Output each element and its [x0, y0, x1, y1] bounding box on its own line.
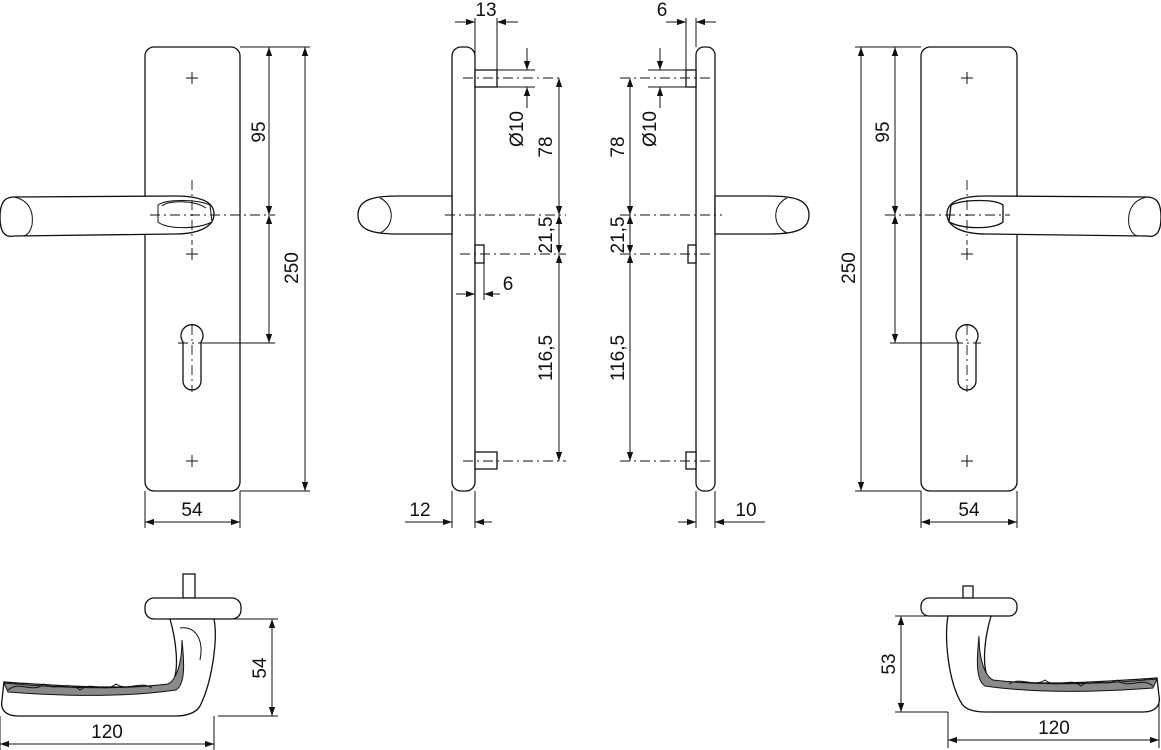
- dim-pin-to-lower-screw: 116,5: [608, 335, 629, 381]
- backplate-side: [695, 46, 716, 492]
- side-view-right: 6 Ø10 78 21,5 116,5 10: [608, 0, 810, 528]
- screw-marker: [186, 72, 198, 467]
- dim-plate-height: 250: [282, 252, 303, 284]
- dim-lever-length: 120: [1038, 718, 1070, 739]
- top-view-left: 54 120: [0, 573, 278, 750]
- dim-projection: 53: [879, 653, 900, 674]
- dim-plate-width: 54: [181, 500, 203, 521]
- lever-handle-side: [714, 195, 810, 235]
- rosette-top: [920, 597, 1018, 617]
- dim-plate-height: 250: [839, 252, 860, 284]
- front-view-right: 95 250 54: [839, 46, 1161, 528]
- dim-plate-thickness: 10: [735, 500, 756, 521]
- backplate-outline: [920, 46, 1018, 492]
- rosette-top: [144, 597, 242, 620]
- dim-spindle-to-pin: 21,5: [608, 217, 629, 254]
- dim-projection: 54: [250, 657, 271, 679]
- dim-plate-width: 54: [958, 500, 980, 521]
- cylinder-keyhole: [180, 324, 204, 391]
- dim-pin-width: 6: [503, 274, 514, 295]
- dim-upper-screw-to-spindle: 78: [608, 136, 629, 157]
- dim-spindle-length: 6: [657, 0, 668, 21]
- dim-plate-thickness: 12: [409, 500, 430, 521]
- backplate-outline: [144, 46, 241, 492]
- front-view-left: 95 250 54: [0, 46, 310, 528]
- dim-spindle-to-cylinder: 95: [873, 121, 894, 142]
- top-view-right: 53 120: [879, 585, 1161, 748]
- dim-pin-to-lower-screw: 116,5: [536, 335, 557, 381]
- lever-handle-side: [357, 195, 453, 235]
- dim-screw-diameter: Ø10: [507, 111, 528, 147]
- cylinder-keyhole: [955, 324, 979, 391]
- backplate-side: [451, 46, 476, 492]
- screw-marker: [961, 72, 973, 467]
- side-view-left: 13 Ø10 6 78 21,5 116,5 12: [357, 0, 566, 528]
- dim-spindle-to-cylinder: 95: [249, 121, 270, 142]
- dim-spindle-to-pin: 21,5: [536, 217, 557, 254]
- dim-spindle-length: 13: [475, 0, 496, 21]
- dim-lever-length: 120: [91, 722, 123, 743]
- dim-screw-diameter: Ø10: [640, 111, 661, 147]
- dim-upper-screw-to-spindle: 78: [536, 136, 557, 157]
